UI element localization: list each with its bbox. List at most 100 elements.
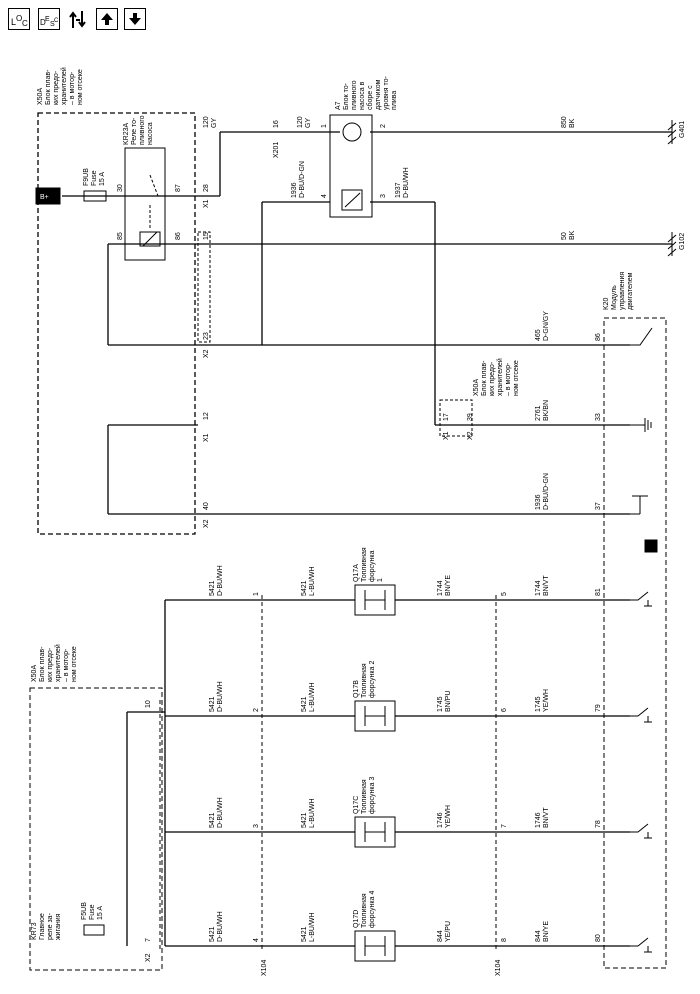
- pin-1-motor: 1: [321, 124, 328, 128]
- injector-4-pin-x104a: 4: [253, 938, 260, 942]
- arrow-up-icon: [101, 13, 113, 25]
- injector-1-wire-in: 5421D-BU/WH: [209, 565, 224, 596]
- pin-85: 85: [117, 232, 124, 240]
- injector-driver-switches: [630, 591, 652, 953]
- power-source: [35, 187, 61, 205]
- x50a-top-label: X50AБлок плав-ких предо-хранителей– в мо…: [37, 67, 84, 105]
- injector-1-pin-x104b: 5: [501, 592, 508, 596]
- injector-1-wire-out: 1744BN/YE: [437, 575, 452, 596]
- pin-30: 30: [117, 184, 124, 192]
- wire-465: 465D-GN/GY: [535, 311, 550, 341]
- injector-2-pin-x104b: 6: [501, 708, 508, 712]
- injector-q17b: [354, 700, 396, 732]
- fuse-f5ub-label: F5UBFuse15 A: [81, 902, 104, 920]
- injector-2-wire-mid: 5421L-BU/WH: [301, 682, 316, 712]
- power-label: B+: [40, 194, 49, 201]
- pin-86: 86: [175, 232, 182, 240]
- toolbar-flow-button[interactable]: [68, 8, 90, 30]
- wire-120-b: 120GY: [297, 116, 312, 128]
- injector-4-wire-out: 844YE/PU: [437, 921, 452, 942]
- pin-7: 7: [145, 938, 152, 942]
- injector-4-pin-x104b: 8: [501, 938, 508, 942]
- conn-x1-b: X1: [203, 433, 210, 442]
- pin-4: 4: [321, 194, 328, 198]
- pin-3: 3: [380, 194, 387, 198]
- pin-15: 15: [203, 232, 210, 240]
- conn-x104-b: X104: [495, 960, 502, 976]
- pin-17: 17: [443, 413, 450, 421]
- injector-q17c: [354, 816, 396, 848]
- conn-x201: X201: [273, 142, 280, 158]
- fuse-f9ub-icon: [83, 190, 107, 202]
- svg-text:C: C: [22, 19, 28, 28]
- injector-4-wire-k20: 844BN/YE: [535, 921, 550, 942]
- injector-1-wire-mid: 5421L-BU/WH: [301, 566, 316, 596]
- injector-q17a: [354, 584, 396, 616]
- pin-2-motor: 2: [380, 124, 387, 128]
- injector-4-wire-mid: 5421L-BU/WH: [301, 912, 316, 942]
- relay-coil-icon: [139, 231, 161, 247]
- relay-kr23a-label: KR23AРеле то-пливногонасоса: [123, 115, 154, 145]
- flow-icon: [69, 11, 86, 28]
- x50a-mid-label: X50AБлок плав-ких предо-хранителей– в мо…: [473, 358, 520, 396]
- conn-x2-c: X2: [467, 431, 474, 440]
- conn-x2-d: X2: [145, 953, 152, 962]
- pin-33: 33: [595, 413, 602, 421]
- injector-3-wire-k20: 1746BN/VT: [535, 807, 550, 828]
- a7-label: A7Блок то-пливногонасоса всборе сдатчико…: [335, 75, 398, 110]
- labels-layer: G401 G102 B+ X50AБлок плав-ких предо-хра…: [31, 67, 686, 976]
- g102-ground-icon: [667, 232, 677, 257]
- injector-2-wire-k20: 1745YE/WH: [535, 689, 550, 712]
- injector-3-ref: Q17CТопливнаяфорсунка 3: [353, 777, 376, 814]
- x50a-bottom-box: [29, 687, 163, 971]
- wire-1936: 1936D-BU/D-GN: [291, 161, 306, 198]
- fuse-f5ub-icon: [83, 924, 105, 936]
- wire-850: 850BK: [561, 116, 576, 128]
- pin-23: 23: [203, 332, 210, 340]
- relay-kr23a: [124, 147, 166, 261]
- g401-label: G401: [679, 121, 686, 138]
- conn-x1-c: X1: [443, 431, 450, 440]
- kr73-label: KR73Главноереле за-жигания: [31, 912, 62, 940]
- wires-layer: [37, 112, 672, 947]
- wire-2761: 2761BK/BN: [535, 400, 550, 421]
- g102-label: G102: [679, 233, 686, 250]
- pin-40: 40: [203, 502, 210, 510]
- a7-fuel-pump-module: [329, 114, 373, 218]
- injector-2-wire-out: 1745BN/PU: [437, 691, 452, 712]
- fuse-f9ub-label: F9UBFuse15 A: [83, 168, 106, 186]
- pin-86-k20: 86: [595, 333, 602, 341]
- svg-text:C: C: [54, 18, 58, 24]
- injector-2-pin-k20: 79: [595, 704, 602, 712]
- injector-2-ref: Q17BТопливнаяфорсунка 2: [353, 661, 376, 698]
- diagnostic-icon: [644, 539, 658, 553]
- injector-2-wire-in: 5421D-BU/WH: [209, 681, 224, 712]
- toolbar-up-button[interactable]: [96, 8, 118, 30]
- x50a-top-box: [37, 112, 196, 535]
- injector-3-wire-mid: 5421L-BU/WH: [301, 798, 316, 828]
- component-layer: [29, 114, 677, 971]
- injector-4-ref: Q17DТопливнаяфорсунка 4: [353, 891, 376, 928]
- injector-q17d: [354, 930, 396, 962]
- pin-37: 37: [595, 502, 602, 510]
- fuel-level-sensor-icon: [341, 189, 363, 211]
- injector-3-wire-in: 5421D-BU/WH: [209, 797, 224, 828]
- svg-text:D: D: [40, 18, 46, 27]
- x50a-bottom-label: X50AБлок плав-ких предо-хранителей– в мо…: [31, 644, 78, 682]
- toolbar-down-button[interactable]: [124, 8, 146, 30]
- svg-text:S: S: [50, 21, 55, 28]
- pin-10: 10: [145, 700, 152, 708]
- conn-x1-a: X1: [203, 199, 210, 208]
- injector-3-pin-x104a: 3: [253, 824, 260, 828]
- k20-switch-icon: [630, 327, 653, 346]
- injector-4-wire-in: 5421D-BU/WH: [209, 911, 224, 942]
- wire-120-a: 120GY: [203, 116, 218, 128]
- injector-1-pin-x104a: 1: [253, 592, 260, 596]
